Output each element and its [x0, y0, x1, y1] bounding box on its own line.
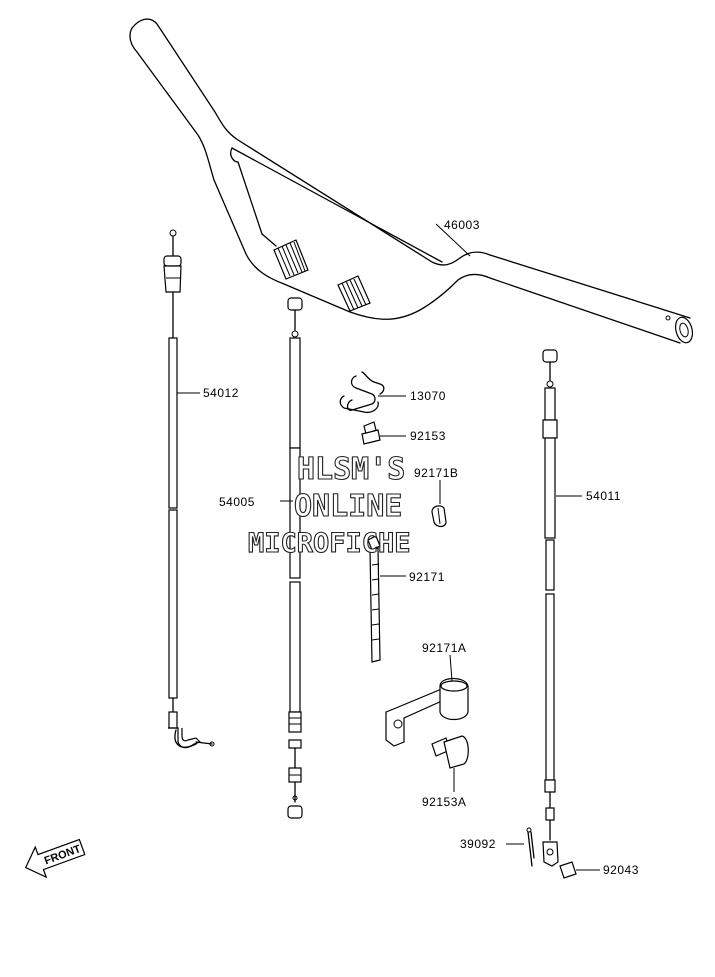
clip-13070[interactable]: [339, 371, 385, 414]
label-92171: 92171: [409, 570, 445, 584]
watermark-line-3: MICROFICHE: [248, 528, 411, 559]
label-13070: 13070: [410, 389, 446, 403]
label-46003: 46003: [444, 218, 480, 232]
cable-54011[interactable]: [542, 349, 559, 867]
label-92171A: 92171A: [422, 641, 466, 655]
label-54005: 54005: [219, 495, 255, 509]
label-39092: 39092: [460, 837, 496, 851]
watermark-line-1: HLSM'S: [297, 452, 405, 487]
label-54012: 54012: [203, 386, 239, 400]
label-92153A: 92153A: [422, 795, 466, 809]
band-92171[interactable]: [367, 535, 381, 663]
front-arrow-icon: [24, 838, 86, 879]
cable-54012[interactable]: [163, 229, 215, 749]
bolt-92153A[interactable]: [431, 735, 469, 769]
front-arrow: FRONT: [24, 838, 86, 879]
watermark: HLSM'S ONLINE MICROFICHE: [247, 451, 411, 559]
label-54011: 54011: [586, 489, 621, 503]
bracket-92171A[interactable]: [385, 677, 469, 747]
knurl-right: [337, 275, 371, 312]
watermark-line-2: ONLINE: [294, 489, 402, 524]
label-92153: 92153: [410, 429, 446, 443]
bolt-92153[interactable]: [361, 421, 381, 445]
pin-39092[interactable]: [526, 827, 535, 867]
label-92171B: 92171B: [414, 466, 458, 480]
knurl-left: [273, 239, 309, 280]
pin-92043[interactable]: [559, 861, 577, 879]
handlebar[interactable]: [129, 18, 695, 345]
clamp-92171B[interactable]: [431, 505, 447, 528]
cable-54005[interactable]: [287, 297, 303, 819]
label-92043: 92043: [603, 863, 639, 877]
